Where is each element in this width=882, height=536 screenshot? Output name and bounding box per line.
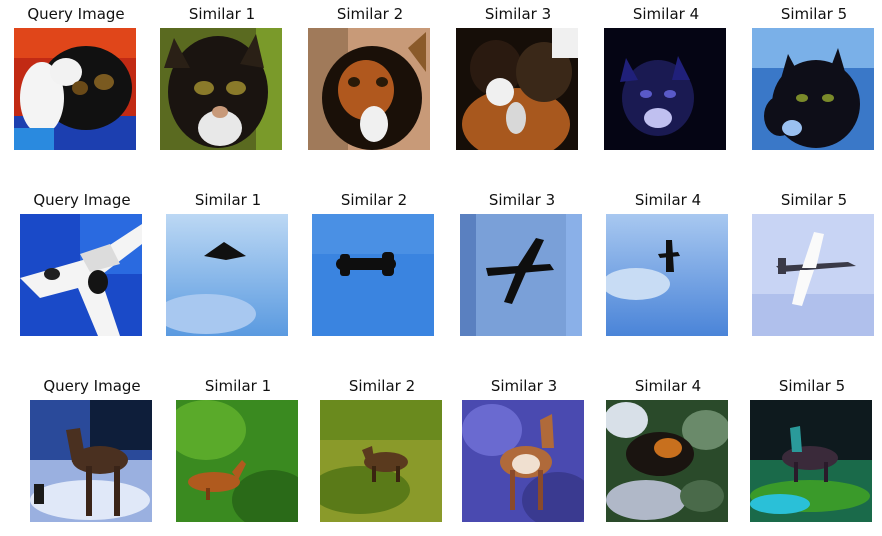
similar-caption: Similar 1 bbox=[204, 377, 272, 395]
similar-cell-4: Similar 4 bbox=[604, 4, 728, 154]
similar-cell-3: Similar 3 bbox=[462, 376, 586, 526]
similar-image-thumbnail bbox=[606, 400, 728, 522]
cat-photo-icon bbox=[160, 28, 282, 150]
similar-cell-4: Similar 4 bbox=[606, 376, 730, 526]
cat-photo-icon bbox=[456, 28, 578, 150]
similar-caption: Similar 5 bbox=[780, 5, 848, 23]
cat-photo-icon bbox=[308, 28, 430, 150]
similar-cell-3: Similar 3 bbox=[460, 190, 584, 340]
similar-image-thumbnail bbox=[462, 400, 584, 522]
similar-image-thumbnail bbox=[312, 214, 434, 336]
similar-caption: Similar 4 bbox=[634, 191, 702, 209]
result-row-cat: Query Image Similar 1 bbox=[0, 4, 882, 164]
similar-caption: Similar 5 bbox=[778, 377, 846, 395]
similar-caption: Similar 1 bbox=[188, 5, 256, 23]
deer-photo-icon bbox=[462, 400, 584, 522]
deer-photo-icon bbox=[606, 400, 728, 522]
similar-image-thumbnail bbox=[460, 214, 582, 336]
cat-photo-icon bbox=[14, 28, 136, 150]
similar-image-thumbnail bbox=[456, 28, 578, 150]
similar-image-thumbnail bbox=[604, 28, 726, 150]
similar-caption: Similar 2 bbox=[336, 5, 404, 23]
result-row-airplane: Query Image Similar 1 bbox=[0, 190, 882, 350]
cat-photo-icon bbox=[604, 28, 726, 150]
deer-photo-icon bbox=[320, 400, 442, 522]
deer-photo-icon bbox=[30, 400, 152, 522]
airplane-photo-icon bbox=[20, 214, 142, 336]
similar-caption: Similar 3 bbox=[488, 191, 556, 209]
query-image-thumbnail bbox=[30, 400, 152, 522]
similar-caption: Similar 4 bbox=[632, 5, 700, 23]
similar-image-thumbnail bbox=[750, 400, 872, 522]
similar-cell-1: Similar 1 bbox=[166, 190, 290, 340]
query-cell: Query Image bbox=[14, 4, 138, 154]
similar-cell-4: Similar 4 bbox=[606, 190, 730, 340]
similar-cell-5: Similar 5 bbox=[752, 190, 876, 340]
similar-image-thumbnail bbox=[166, 214, 288, 336]
similar-caption: Similar 2 bbox=[348, 377, 416, 395]
query-cell: Query Image bbox=[30, 376, 154, 526]
similar-caption: Similar 2 bbox=[340, 191, 408, 209]
query-cell: Query Image bbox=[20, 190, 144, 340]
similar-cell-5: Similar 5 bbox=[752, 4, 876, 154]
similar-image-thumbnail bbox=[160, 28, 282, 150]
similar-caption: Similar 1 bbox=[194, 191, 262, 209]
airplane-photo-icon bbox=[166, 214, 288, 336]
similar-cell-2: Similar 2 bbox=[308, 4, 432, 154]
similar-image-thumbnail bbox=[308, 28, 430, 150]
query-caption: Query Image bbox=[27, 5, 125, 23]
similar-caption: Similar 4 bbox=[634, 377, 702, 395]
similar-image-thumbnail bbox=[752, 214, 874, 336]
query-caption: Query Image bbox=[43, 377, 141, 395]
similar-cell-1: Similar 1 bbox=[176, 376, 300, 526]
similar-cell-3: Similar 3 bbox=[456, 4, 580, 154]
similar-caption: Similar 3 bbox=[484, 5, 552, 23]
deer-photo-icon bbox=[750, 400, 872, 522]
similar-image-thumbnail bbox=[606, 214, 728, 336]
similar-cell-2: Similar 2 bbox=[320, 376, 444, 526]
similar-caption: Similar 5 bbox=[780, 191, 848, 209]
airplane-photo-icon bbox=[752, 214, 874, 336]
similar-caption: Similar 3 bbox=[490, 377, 558, 395]
deer-photo-icon bbox=[176, 400, 298, 522]
similar-cell-1: Similar 1 bbox=[160, 4, 284, 154]
similar-image-thumbnail bbox=[176, 400, 298, 522]
airplane-photo-icon bbox=[606, 214, 728, 336]
airplane-photo-icon bbox=[460, 214, 582, 336]
similar-image-thumbnail bbox=[752, 28, 874, 150]
query-image-thumbnail bbox=[20, 214, 142, 336]
similar-image-thumbnail bbox=[320, 400, 442, 522]
similar-cell-5: Similar 5 bbox=[750, 376, 874, 526]
query-image-thumbnail bbox=[14, 28, 136, 150]
similar-cell-2: Similar 2 bbox=[312, 190, 436, 340]
cat-photo-icon bbox=[752, 28, 874, 150]
airplane-photo-icon bbox=[312, 214, 434, 336]
query-caption: Query Image bbox=[33, 191, 131, 209]
result-row-deer: Query Image Similar 1 bbox=[0, 376, 882, 536]
